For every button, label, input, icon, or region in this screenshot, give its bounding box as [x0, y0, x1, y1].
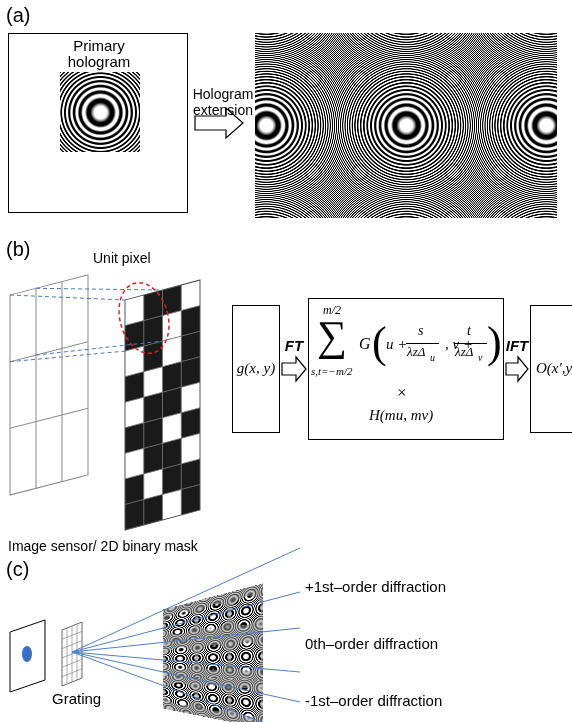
binary-mask [125, 280, 200, 530]
subscript: v [478, 352, 482, 364]
order-label: +1st–order diffraction [305, 578, 446, 595]
part-label: Unit pixel [93, 250, 151, 266]
light-source [10, 620, 45, 692]
extended-hologram [255, 33, 557, 218]
panel-label: (a) [6, 4, 30, 27]
part-label: Grating [52, 690, 101, 707]
source-point [22, 646, 32, 662]
panel-label: (c) [6, 558, 29, 581]
fraction-numerator: t [467, 323, 471, 339]
panel-label: (b) [6, 238, 30, 261]
formula-box: m/2∑s,t=−m/2G(u +sλzΔu, v +tλzΔv)×H(mu, … [308, 298, 504, 440]
hologram-frame: Primary hologram [8, 33, 188, 213]
node-title: Primary hologram [54, 38, 144, 70]
function-symbol: O(x′,y [536, 360, 572, 377]
fraction-bar [406, 343, 439, 344]
edge-label: IFT [506, 337, 529, 354]
flow-arrow [506, 357, 528, 381]
order-label: -1st–order diffraction [305, 692, 442, 709]
primary-hologram [60, 72, 140, 152]
sum-symbol: ∑ [317, 315, 347, 357]
projection-lines [10, 288, 163, 361]
step-label: Hologram extension [186, 86, 260, 118]
image-sensor [10, 275, 88, 495]
formula-term: H(mu, mv) [369, 407, 433, 424]
caption-label: Image sensor/ 2D binary mask [8, 538, 198, 554]
diffraction-rays [72, 548, 300, 722]
function-symbol: g(x, y) [233, 360, 279, 377]
subscript: u [430, 352, 435, 364]
formula-operator: × [397, 383, 407, 403]
unit-pixel-marker [112, 277, 177, 359]
formula-bracket: ( [372, 321, 387, 365]
fraction-numerator: s [418, 323, 423, 339]
flow-arrow [282, 357, 306, 381]
sum-limit: s,t=−m/2 [311, 365, 352, 378]
process-box: g(x, y) [232, 305, 280, 433]
fraction-bar [454, 343, 487, 344]
fraction-denominator: λzΔ [407, 345, 425, 360]
fraction-denominator: λzΔ [455, 345, 473, 360]
order-label: 0th–order diffraction [305, 635, 438, 652]
formula-term: u + [386, 336, 407, 353]
formula-bracket: ) [487, 321, 502, 365]
edge-label: FT [285, 337, 303, 354]
process-box: O(x′,y [530, 305, 572, 433]
formula-term: G [359, 335, 371, 353]
